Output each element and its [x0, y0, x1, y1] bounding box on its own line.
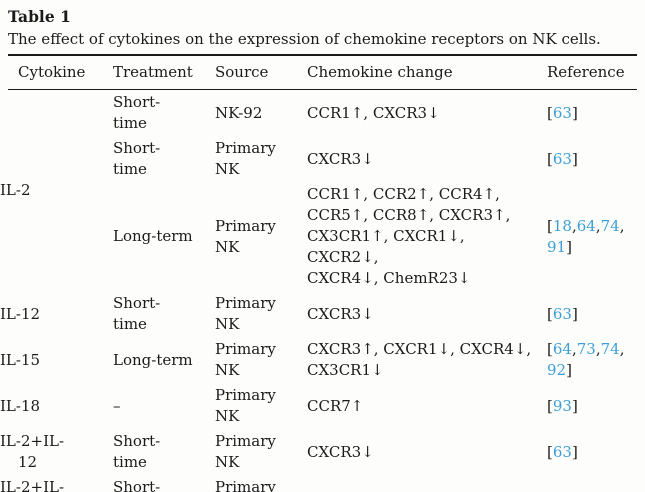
column-header-reference: Reference	[537, 55, 637, 90]
cell-chemokine-change: CCR1↑, CCR2↑, CCR4↑, CCR5↑, CCR8↑, CXCR3…	[307, 185, 511, 287]
cell-treatment: Long-term	[113, 350, 193, 369]
cell-reference: [63]	[547, 103, 578, 122]
cell-source: Primary NK	[215, 340, 276, 379]
cell-cytokine: IL-15	[0, 350, 41, 369]
table-row: IL-2+IL- 18 Short- time Primary NK CXCR3…	[0, 475, 637, 492]
table-row: Short- time Primary NK CXCR3↓ [63]	[8, 136, 637, 182]
header-row: Cytokine Treatment Source Chemokine chan…	[8, 55, 637, 90]
reference-link[interactable]: 18	[552, 216, 572, 235]
cell-chemokine-change: CCR7↑	[307, 396, 364, 415]
cell-source: Primary NK	[215, 478, 276, 492]
table-row: IL-2 Short- time NK-92 CCR1↑, CXCR3↓ [63…	[0, 90, 637, 199]
table-row: IL-18 – Primary NK CCR7↑ [93]	[0, 383, 637, 429]
cell-chemokine-change: CXCR3↑, CXCR1↓, CXCR4↓, CX3CR1↓	[307, 340, 532, 379]
reference-link[interactable]: 63	[552, 304, 572, 323]
cell-source: NK-92	[215, 103, 263, 122]
reference-link[interactable]: 64	[576, 216, 596, 235]
reference-link[interactable]: 92	[547, 361, 567, 379]
cell-reference: [63]	[537, 475, 637, 492]
reference-link[interactable]: 63	[552, 103, 572, 122]
cell-reference: [63]	[547, 149, 578, 168]
reference-link[interactable]: 91	[547, 237, 567, 256]
cell-source: Primary NK	[215, 432, 276, 471]
table-row: IL-12 Short- time Primary NK CXCR3↓ [63]	[0, 291, 637, 337]
cell-reference: [93]	[547, 396, 578, 415]
cell-source: Primary NK	[215, 386, 276, 425]
reference-link[interactable]: 74	[600, 216, 620, 235]
cell-reference: [63]	[547, 304, 578, 323]
cell-treatment: Short- time	[113, 432, 161, 471]
table-title: Table 1	[8, 7, 71, 26]
cell-chemokine-change: CXCR3↓	[307, 149, 374, 168]
cell-reference: [18,64,74,91]	[547, 216, 625, 256]
reference-link[interactable]: 64	[552, 340, 572, 358]
cell-treatment: Short- time	[113, 139, 161, 178]
table-row: IL-2+IL- 12 Short- time Primary NK CXCR3…	[0, 429, 637, 475]
reference-link[interactable]: 63	[552, 442, 572, 461]
cell-source: Primary NK	[215, 294, 276, 333]
cell-cytokine: IL-2+IL- 12	[0, 432, 65, 471]
cell-source: Primary NK	[215, 216, 276, 256]
column-header-treatment: Treatment	[103, 55, 205, 90]
reference-link[interactable]: 74	[600, 340, 620, 358]
cell-reference: [63]	[547, 442, 578, 461]
column-header-cytokine: Cytokine	[8, 55, 103, 90]
reference-link[interactable]: 63	[553, 489, 572, 492]
cell-chemokine-change: CXCR3↓	[297, 475, 537, 492]
cell-cytokine: IL-18	[0, 396, 41, 415]
cell-treatment: Short- time	[113, 478, 161, 492]
cell-chemokine-change: CCR1↑, CXCR3↓	[307, 103, 440, 122]
cell-cytokine: IL-2	[0, 181, 31, 199]
cell-cytokine: IL-2+IL- 18	[0, 478, 65, 492]
table-row: IL-15 Long-term Primary NK CXCR3↑, CXCR1…	[0, 337, 637, 383]
cytokine-chemokine-table: Cytokine Treatment Source Chemokine chan…	[0, 54, 637, 492]
column-header-chemokine-change: Chemokine change	[297, 55, 537, 90]
cell-source: Primary NK	[215, 139, 276, 178]
cell-treatment: –	[113, 396, 121, 415]
cell-chemokine-change: CXCR3↓	[307, 442, 374, 461]
cell-treatment: Short- time	[113, 294, 161, 333]
cell-cytokine: IL-12	[0, 304, 41, 323]
column-header-source: Source	[205, 55, 297, 90]
reference-link[interactable]: 63	[552, 149, 572, 168]
cell-treatment: Long-term	[113, 227, 193, 245]
table-caption: The effect of cytokines on the expressio…	[8, 30, 601, 48]
reference-link[interactable]: 93	[552, 396, 572, 415]
cell-chemokine-change: CXCR3↓	[307, 304, 374, 323]
cell-reference: [64,73,74,92]	[547, 340, 625, 379]
cell-treatment: Short- time	[113, 93, 161, 132]
reference-link[interactable]: 73	[576, 340, 596, 358]
table-row: Long-term Primary NK CCR1↑, CCR2↑, CCR4↑…	[8, 182, 637, 291]
